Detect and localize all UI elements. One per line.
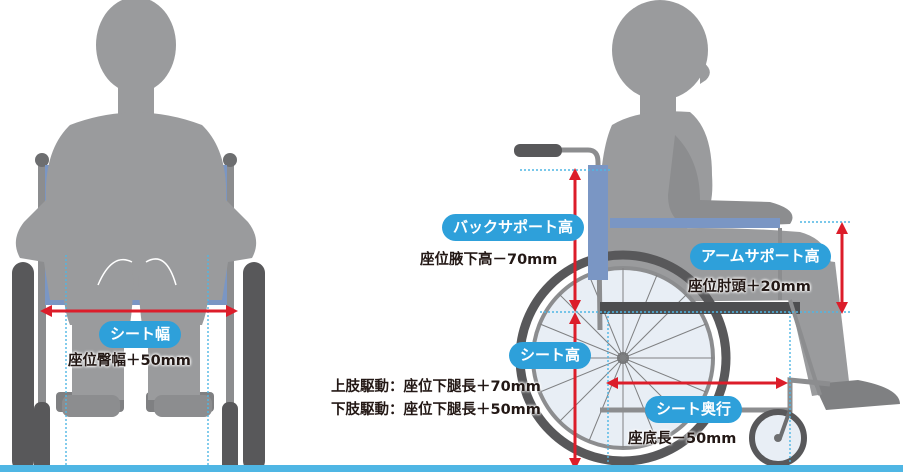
arm-support-height-label: アームサポート高	[690, 243, 831, 270]
seat-height-formula-lower-limb: 下肢駆動：座位下腿長＋50mm	[331, 402, 541, 418]
seat-width-label: シート幅	[99, 321, 182, 348]
seat-height-label: シート高	[509, 342, 592, 369]
seat-depth-formula: 座底長－50mm	[628, 431, 737, 447]
side-head	[612, 0, 708, 100]
right-rear-wheel	[243, 262, 265, 472]
left-rear-wheel	[12, 262, 34, 472]
front-head	[96, 0, 176, 93]
back-support-height-label: バックサポート高	[442, 214, 585, 241]
side-armrest	[610, 218, 780, 228]
floor-line	[0, 465, 903, 472]
side-foot	[814, 380, 900, 410]
seat-width-formula: 座位臀幅＋50mm	[68, 353, 191, 369]
front-torso	[15, 112, 257, 300]
side-backrest	[588, 165, 608, 280]
back-support-height-formula: 座位腋下高－70mm	[420, 252, 558, 268]
arm-support-height-formula: 座位肘頭＋20mm	[688, 279, 811, 295]
side-seat	[600, 302, 800, 314]
seat-height-formula-upper-limb: 上肢駆動：座位下腿長＋70mm	[331, 379, 541, 395]
seat-depth-label: シート奥行	[645, 396, 743, 423]
